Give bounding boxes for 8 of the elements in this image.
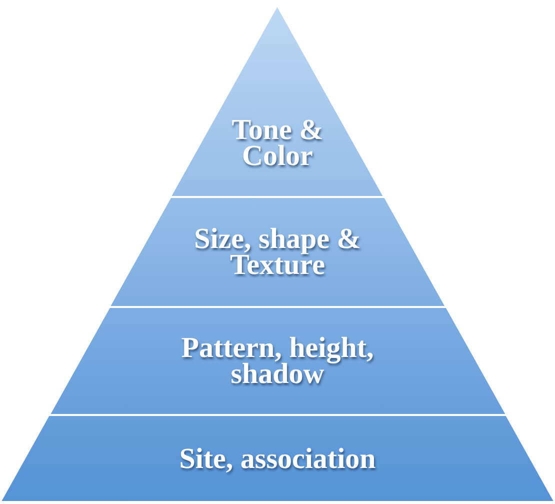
tier-label: Site, association bbox=[178, 446, 377, 472]
pyramid-tier bbox=[48, 307, 506, 415]
pyramid-tier bbox=[0, 415, 555, 502]
pyramid-apex-tier bbox=[170, 5, 385, 197]
tier-label: Size, shape & Texture bbox=[193, 226, 362, 278]
tier-label: Tone & Color bbox=[230, 117, 324, 170]
pyramid-tier bbox=[108, 197, 446, 307]
tier-label: Pattern, height, shadow bbox=[180, 335, 375, 387]
